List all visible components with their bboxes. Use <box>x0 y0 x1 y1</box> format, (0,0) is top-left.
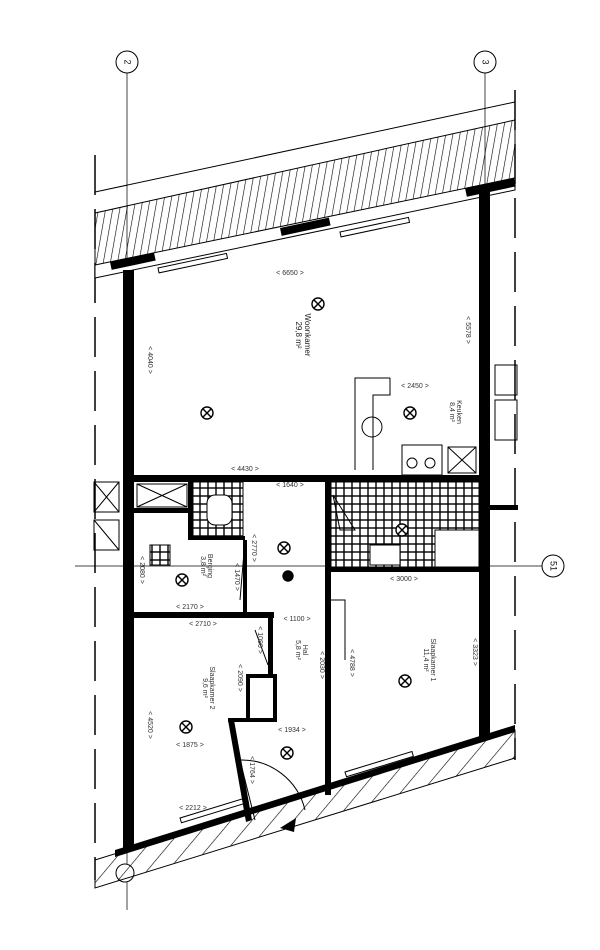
room-name: Keuken <box>455 400 462 424</box>
dimension-label: < 1934 > <box>278 727 306 734</box>
room-berging: Berging 3,8 m² <box>199 554 213 578</box>
dimension-label: < 1100 > <box>283 616 310 623</box>
shower-area <box>434 529 480 568</box>
svg-text:8,4 m²: 8,4 m² <box>448 402 455 423</box>
room-area: 11,4 m² <box>422 648 429 672</box>
washbasin <box>369 544 401 566</box>
meter-cupboard <box>246 674 277 722</box>
dimension-label: < 1764 > <box>248 756 255 784</box>
washer-tiles <box>149 544 171 566</box>
svg-text:Keuken: Keuken <box>455 400 462 424</box>
ceiling-light-icon <box>200 406 214 420</box>
room-area: 5,8 m² <box>294 640 301 661</box>
dimension-label: < 4520 > <box>146 711 153 739</box>
dimension-label: < 2090 > <box>236 664 243 692</box>
facade-bottom <box>94 725 516 889</box>
light-fixtures <box>175 297 417 760</box>
room-keuken: Keuken 8,4 m² <box>448 400 462 424</box>
dimension-label: < 1470 > <box>233 563 240 591</box>
grid-label-51: 51 <box>549 561 559 571</box>
svg-text:Hal: Hal <box>301 645 308 656</box>
svg-text:Berging: Berging <box>206 554 213 578</box>
dimension-label: < 1875 > <box>176 742 204 749</box>
ceiling-light-icon <box>398 674 412 688</box>
dimension-label: < 2212 > <box>179 805 207 812</box>
dimension-label: < 2030 > <box>318 651 325 679</box>
room-area: 9,6 m² <box>201 678 208 699</box>
dimension-label: < 3323 > <box>471 638 478 666</box>
walls <box>123 188 518 850</box>
ceiling-light-icon <box>179 720 193 734</box>
room-hal: Hal 5,8 m² <box>294 640 308 661</box>
toilet <box>206 494 233 526</box>
kitchen-counter <box>354 377 443 476</box>
grid-label-2: 2 <box>123 59 133 64</box>
room-name: Slaapkamer 1 <box>429 638 436 681</box>
room-name: Slaapkamer 2 <box>208 666 215 709</box>
room-name: Berging <box>206 554 213 578</box>
ceiling-light-icon <box>403 406 417 420</box>
room-area: 29,8 m² <box>294 321 303 348</box>
room-slaapkamer-2: Slaapkamer 2 9,6 m² <box>201 666 215 709</box>
ceiling-light-icon <box>277 541 291 555</box>
svg-text:Slaapkamer 2: Slaapkamer 2 <box>208 666 215 709</box>
dimension-label: < 1640 > <box>276 482 304 489</box>
svg-text:29,8 m²: 29,8 m² <box>294 321 303 348</box>
room-name: Woonkamer <box>303 314 312 357</box>
ceiling-light-icon <box>395 523 409 537</box>
svg-text:Slaapkamer 1: Slaapkamer 1 <box>429 638 436 681</box>
svg-text:3,8 m²: 3,8 m² <box>199 556 206 577</box>
room-area: 8,4 m² <box>448 402 455 423</box>
dimension-label: < 5578 > <box>464 316 471 344</box>
svg-text:11,4 m²: 11,4 m² <box>422 648 429 672</box>
grid-axis-51: 51 <box>75 554 565 578</box>
dimension-label: < 1090 > <box>256 626 263 654</box>
dimension-label: < 4040 > <box>146 346 153 374</box>
ceiling-light-icon <box>280 746 294 760</box>
dimension-label: < 2710 > <box>189 621 217 628</box>
ceiling-light-icon <box>311 297 325 311</box>
dimension-label: < 2770 > <box>250 534 257 562</box>
shafts <box>93 364 518 551</box>
svg-text:Woonkamer: Woonkamer <box>303 314 312 357</box>
dimensions: < 6650 > < 4040 > < 5578 > < 2450 > < 44… <box>138 270 478 812</box>
dimension-label: < 4788 > <box>348 649 355 677</box>
svg-text:5,8 m²: 5,8 m² <box>294 640 301 661</box>
room-area: 3,8 m² <box>199 556 206 577</box>
roof-edge-top <box>94 101 516 279</box>
room-slaapkamer-1: Slaapkamer 1 11,4 m² <box>422 638 436 681</box>
grid-label-3: 3 <box>481 59 491 64</box>
dimension-label: < 2080 > <box>138 556 145 584</box>
doors <box>239 494 356 821</box>
svg-text:9,6 m²: 9,6 m² <box>201 678 208 699</box>
dimension-label: < 3000 > <box>390 576 418 583</box>
dimension-label: < 4430 > <box>231 466 259 473</box>
ceiling-light-icon <box>175 573 189 587</box>
room-name: Hal <box>301 645 308 656</box>
room-woonkamer: Woonkamer 29,8 m² <box>294 314 312 357</box>
dimension-label: < 2450 > <box>401 383 429 390</box>
dimension-label: < 2170 > <box>176 604 204 611</box>
dimension-label: < 6650 > <box>276 270 304 277</box>
smoke-detector-icon <box>282 570 294 582</box>
